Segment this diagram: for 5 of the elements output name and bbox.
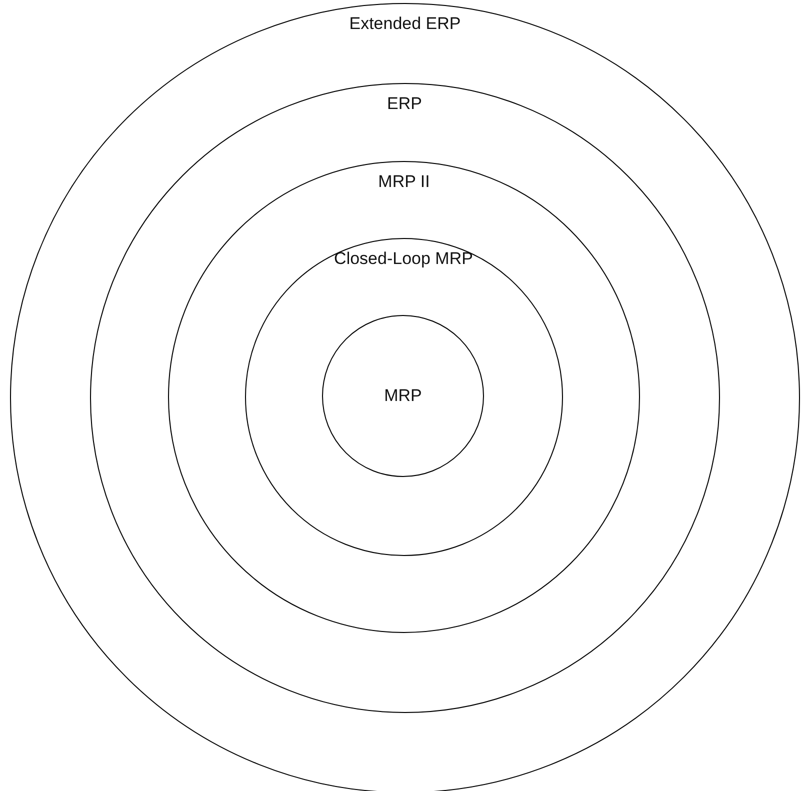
ring-label: MRP (384, 386, 422, 406)
ring-label: ERP (387, 94, 422, 114)
ring-label: Closed-Loop MRP (334, 248, 473, 268)
ring-label: Extended ERP (349, 14, 461, 34)
ring-label: MRP II (378, 172, 430, 192)
